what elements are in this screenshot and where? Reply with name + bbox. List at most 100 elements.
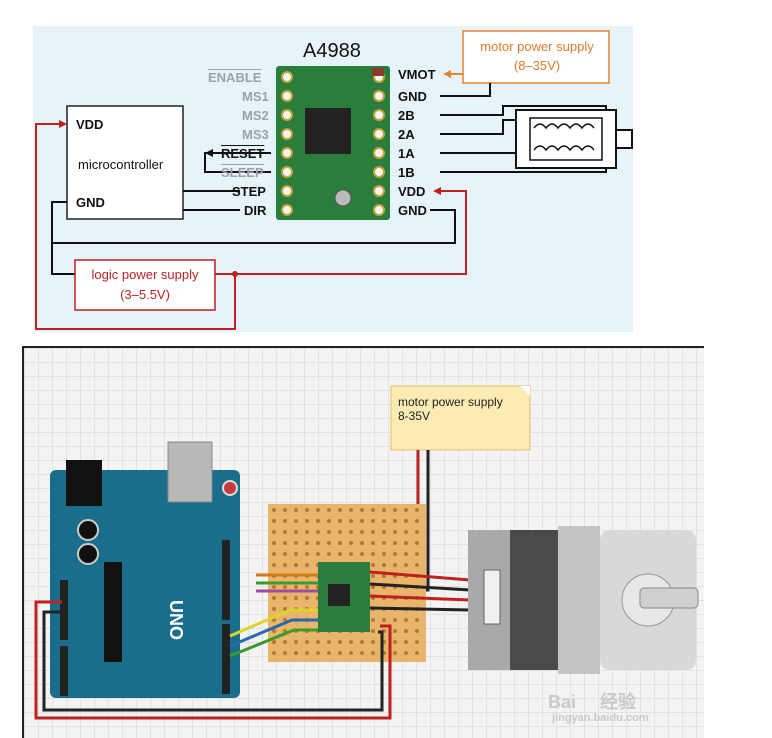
perf-hole (316, 552, 320, 556)
reset-button (222, 480, 238, 496)
perf-hole (272, 640, 276, 644)
perf-hole (371, 618, 375, 622)
perf-hole (283, 607, 287, 611)
pin-gnd-motor: GND (398, 89, 427, 104)
perf-hole (393, 519, 397, 523)
note-line1: motor power supply (398, 395, 503, 409)
perf-hole (283, 651, 287, 655)
capacitor (372, 68, 384, 76)
perf-hole (393, 651, 397, 655)
perf-hole (404, 530, 408, 534)
perf-hole (283, 640, 287, 644)
perf-hole (305, 552, 309, 556)
driver-chip (305, 108, 351, 154)
perf-hole (327, 651, 331, 655)
pin-vmot: VMOT (398, 67, 436, 82)
perf-hole (338, 530, 342, 534)
perf-hole (294, 552, 298, 556)
perf-hole (338, 541, 342, 545)
perf-hole (415, 563, 419, 567)
perf-hole (272, 585, 276, 589)
pin-ms2: MS2 (242, 108, 269, 123)
perf-hole (393, 508, 397, 512)
perf-hole (327, 541, 331, 545)
perf-hole (272, 508, 276, 512)
perf-hole (393, 563, 397, 567)
perf-hole (272, 541, 276, 545)
perf-hole (415, 629, 419, 633)
perf-hole (382, 618, 386, 622)
perf-hole (371, 519, 375, 523)
perf-hole (294, 585, 298, 589)
perf-hole (371, 640, 375, 644)
gnd-wire (51, 201, 456, 244)
perf-hole (327, 530, 331, 534)
perf-hole (382, 530, 386, 534)
perf-hole (371, 563, 375, 567)
a4988-left-pins (281, 71, 293, 216)
perf-hole (393, 640, 397, 644)
perf-hole (316, 519, 320, 523)
pin-sleep: SLEEP (221, 165, 264, 180)
perf-hole (294, 596, 298, 600)
perf-hole (371, 508, 375, 512)
perf-hole (393, 552, 397, 556)
perf-hole (316, 651, 320, 655)
perf-hole (272, 629, 276, 633)
perf-hole (338, 519, 342, 523)
perf-hole (283, 585, 287, 589)
perf-hole (283, 552, 287, 556)
perf-hole (404, 563, 408, 567)
perf-hole (371, 585, 375, 589)
perf-hole (272, 651, 276, 655)
perf-hole (382, 552, 386, 556)
logic-supply-line2: (3–5.5V) (120, 287, 170, 302)
perf-hole (305, 530, 309, 534)
motor-supply-line2: (8–35V) (513, 58, 561, 73)
pin-gnd-logic: GND (398, 203, 427, 218)
perf-hole (404, 508, 408, 512)
perf-hole (371, 552, 375, 556)
perf-hole (283, 508, 287, 512)
pin-2b: 2B (398, 108, 415, 123)
perf-hole (305, 596, 309, 600)
motor-supply-line1: motor power supply (480, 39, 594, 54)
uno-logo: UNO (166, 600, 186, 640)
perf-hole (404, 629, 408, 633)
perf-hole (338, 552, 342, 556)
perf-hole (294, 541, 298, 545)
perf-hole (360, 640, 364, 644)
perf-hole (415, 552, 419, 556)
perf-hole (305, 640, 309, 644)
perf-hole (371, 629, 375, 633)
perf-hole (272, 552, 276, 556)
perf-hole (349, 541, 353, 545)
micro-gnd-label: GND (76, 195, 105, 210)
perf-hole (283, 541, 287, 545)
watermark-url: jingyan.baidu.com (552, 712, 649, 724)
micro-vdd-label: VDD (76, 117, 104, 132)
motor-shaft (639, 587, 699, 609)
pin-ms3: MS3 (242, 127, 269, 142)
perf-hole (415, 640, 419, 644)
driver-title: A4988 (303, 40, 361, 62)
perf-hole (272, 519, 276, 523)
perf-hole (349, 530, 353, 534)
perf-hole (305, 585, 309, 589)
microcontroller-label: microcontroller (78, 157, 164, 172)
perf-hole (382, 519, 386, 523)
perf-hole (316, 508, 320, 512)
perf-hole (393, 530, 397, 534)
logic-supply-line1: logic power supply (91, 267, 199, 282)
perf-hole (272, 563, 276, 567)
perf-hole (415, 618, 419, 622)
pin-1a: 1A (398, 146, 415, 161)
perf-hole (349, 651, 353, 655)
pin-step: STEP (232, 184, 266, 199)
perf-hole (360, 651, 364, 655)
perf-hole (338, 508, 342, 512)
perf-hole (360, 508, 364, 512)
perf-hole (305, 563, 309, 567)
perf-hole (393, 629, 397, 633)
perf-hole (415, 519, 419, 523)
